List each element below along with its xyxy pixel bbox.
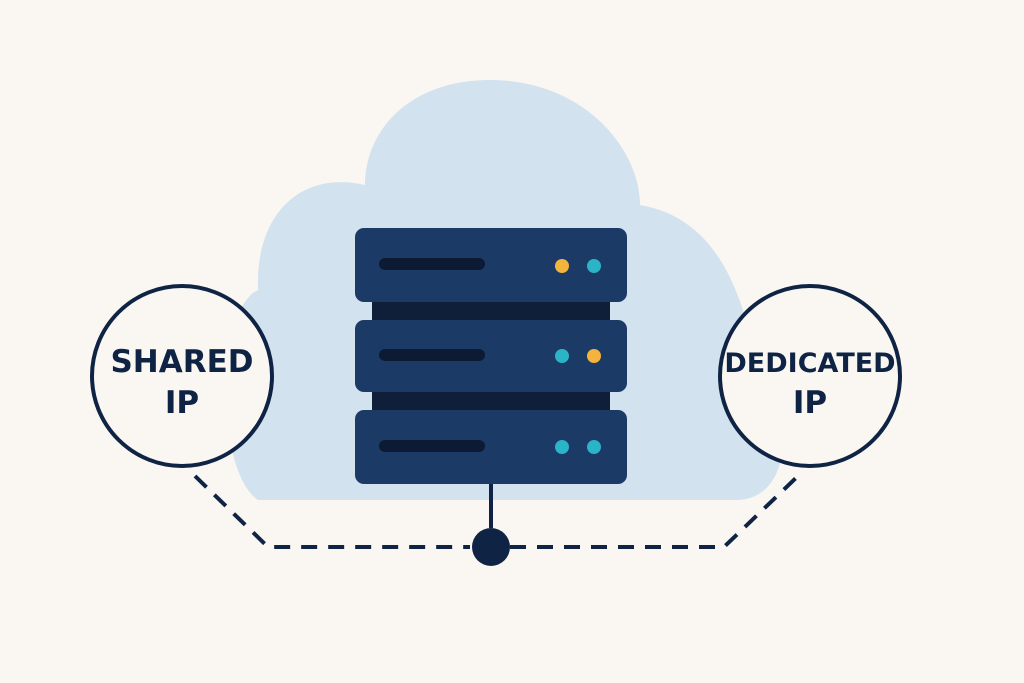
shared-connection-line bbox=[193, 474, 470, 549]
server-unit-3 bbox=[355, 410, 627, 484]
shared-ip-label-line1: SHARED bbox=[110, 344, 253, 380]
status-led-icon bbox=[555, 440, 569, 454]
server-unit-1 bbox=[355, 228, 627, 302]
shared-ip-label-line2: IP bbox=[165, 385, 199, 421]
server-slot bbox=[379, 258, 485, 270]
server-stack-icon bbox=[355, 228, 627, 484]
connection-lines bbox=[193, 474, 800, 549]
dedicated-ip-badge: DEDICATED IP bbox=[718, 284, 902, 468]
status-led-icon bbox=[587, 349, 601, 363]
dedicated-ip-label-line2: IP bbox=[793, 385, 827, 421]
server-slot bbox=[379, 440, 485, 452]
status-led-icon bbox=[587, 440, 601, 454]
network-node bbox=[472, 528, 510, 566]
status-led-icon bbox=[555, 259, 569, 273]
shared-ip-badge: SHARED IP bbox=[90, 284, 274, 468]
dedicated-ip-label-line1: DEDICATED bbox=[724, 348, 895, 379]
dedicated-connection-line bbox=[510, 474, 800, 549]
server-unit-2 bbox=[355, 320, 627, 392]
server-slot bbox=[379, 349, 485, 361]
status-led-icon bbox=[587, 259, 601, 273]
status-led-icon bbox=[555, 349, 569, 363]
